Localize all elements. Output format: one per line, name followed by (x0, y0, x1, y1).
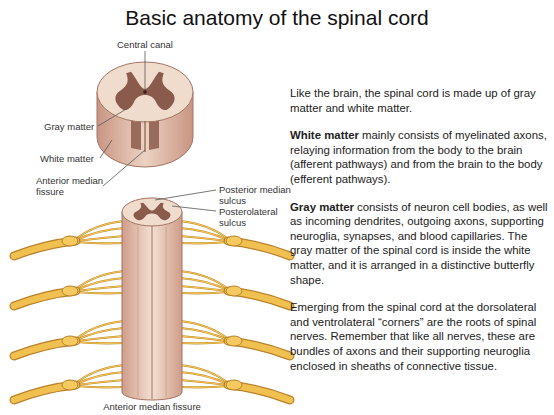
paragraph-text: Like the brain, the spinal cord is made … (290, 87, 536, 114)
cord-body (122, 212, 182, 400)
central-canal (143, 90, 147, 94)
spinal-nerves (14, 221, 290, 400)
part-label: Posterior median sulcus (219, 184, 291, 206)
spinal-cord (122, 198, 182, 400)
leader-line (172, 206, 216, 211)
term-heading: White matter (290, 129, 359, 141)
text-paragraph: Like the brain, the spinal cord is made … (290, 86, 548, 115)
description-text: Like the brain, the spinal cord is made … (290, 86, 548, 386)
leader-line (155, 190, 216, 200)
part-label: Central canal (105, 39, 185, 50)
leader-line (145, 51, 146, 90)
text-paragraph: Emerging from the spinal cord at the dor… (290, 300, 548, 373)
leader-line (100, 140, 112, 158)
part-label: Gray matter (44, 121, 100, 132)
part-label: Posterolateral sulcus (219, 206, 287, 228)
leader-line (98, 108, 128, 126)
paragraph-text: consists of neuron cell bodies, as well … (290, 201, 548, 286)
part-label: Anterior median fissure (85, 401, 219, 412)
term-heading: Gray matter (290, 201, 354, 213)
text-paragraph: Gray matterconsists of neuron cell bodie… (290, 200, 548, 288)
leader-lines (98, 51, 216, 211)
part-label: Anterior median fissure (36, 175, 104, 197)
paragraph-text: Emerging from the spinal cord at the dor… (290, 301, 536, 371)
text-paragraph: White mattermainly consists of myelinate… (290, 128, 548, 186)
part-label: White matter (40, 153, 102, 164)
fissure-mark (144, 121, 145, 152)
title: Basic anatomy of the spinal cord (0, 6, 554, 30)
cord-top-face (122, 198, 182, 226)
median-line (151, 226, 152, 399)
sulcus-line (166, 226, 167, 397)
leader-line (103, 150, 145, 186)
sulcus-line (138, 226, 139, 397)
gray-matter (133, 203, 170, 221)
